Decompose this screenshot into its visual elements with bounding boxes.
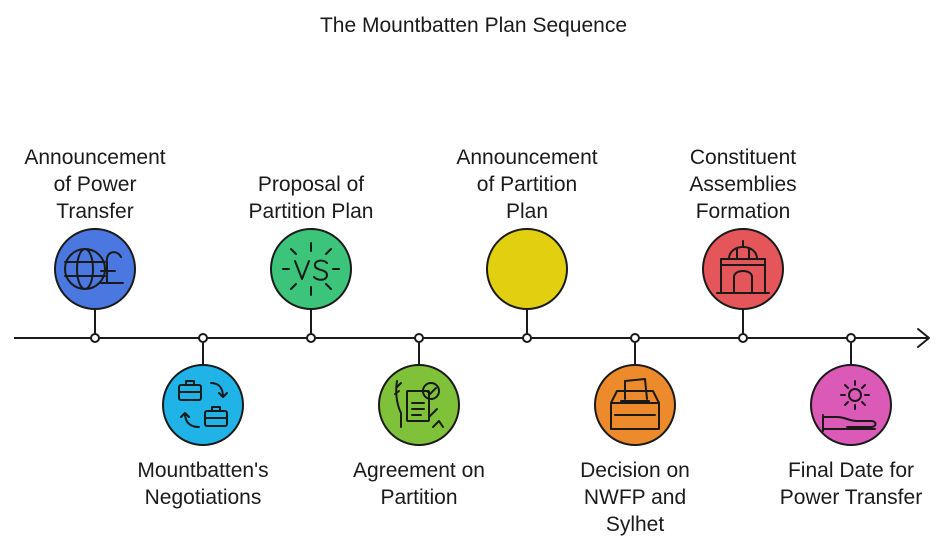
hand-gear-icon — [822, 380, 877, 432]
event-label: Final Date for Power Transfer — [779, 459, 923, 509]
event-label: Agreement on Partition — [353, 459, 485, 509]
timeline-point — [846, 333, 856, 343]
timeline-point — [198, 333, 208, 343]
timeline-point — [738, 333, 748, 343]
diagram-title: The Mountbatten Plan Sequence — [319, 14, 628, 37]
timeline-point — [630, 333, 640, 343]
timeline-point — [414, 333, 424, 343]
event-label: Constituent Assemblies Formation — [689, 146, 797, 223]
event-label: Announcement of Power Transfer — [24, 146, 166, 223]
signed-document-icon — [394, 380, 444, 428]
india-gate-icon — [716, 240, 770, 294]
event-circle — [810, 364, 892, 446]
timeline-point — [522, 333, 532, 343]
event-circle — [162, 364, 244, 446]
timeline-point — [90, 333, 100, 343]
event-label: Proposal of Partition Plan — [248, 173, 374, 223]
versus-icon — [282, 242, 340, 296]
event-label: Decision on NWFP and Sylhet — [580, 459, 690, 536]
briefcase-exchange-icon — [178, 380, 228, 428]
timeline-point — [306, 333, 316, 343]
event-circle — [702, 228, 784, 310]
timeline-arrowhead — [917, 328, 930, 348]
event-circle — [594, 364, 676, 446]
ballot-box-icon — [610, 378, 660, 430]
event-circle — [54, 228, 136, 310]
event-circle — [378, 364, 460, 446]
event-circle — [486, 228, 568, 310]
globe-pound-icon — [64, 248, 124, 290]
event-label: Mountbatten's Negotiations — [137, 459, 269, 509]
event-label: Announcement of Partition Plan — [456, 146, 598, 223]
